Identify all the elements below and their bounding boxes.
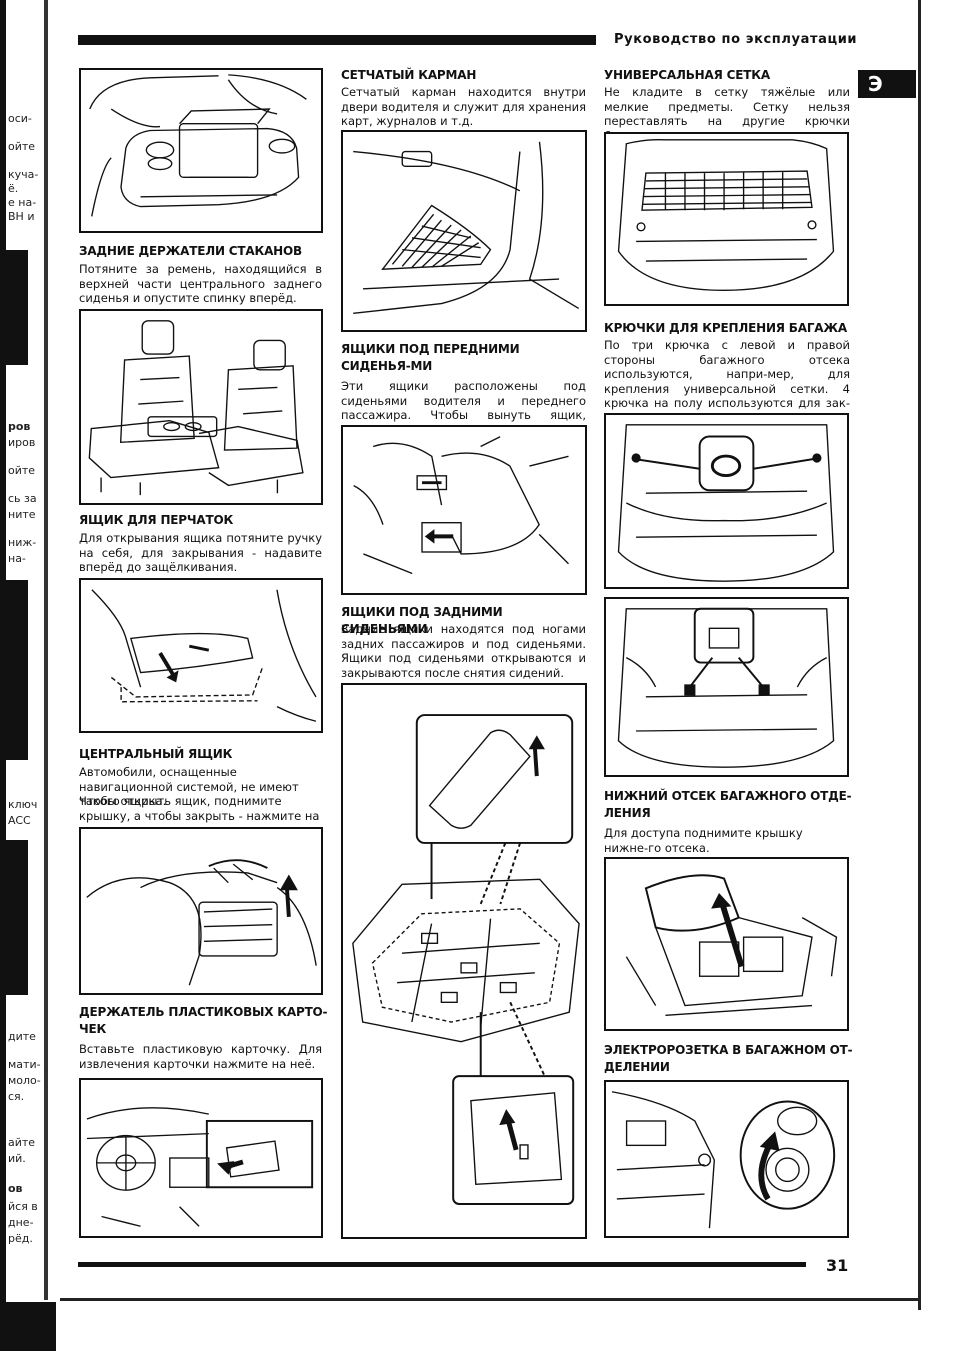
margin-fragment: ключ	[8, 798, 38, 811]
heading-net: УНИВЕРСАЛЬНАЯ СЕТКА	[604, 68, 770, 82]
heading-pocket: СЕТЧАТЫЙ КАРМАН	[341, 68, 477, 82]
margin-fragment: мати-	[8, 1058, 41, 1071]
margin-fragment: ниж-	[8, 536, 37, 549]
text-hooks: По три крючка с левой и правой стороны б…	[604, 338, 850, 425]
margin-fragment: ё.	[8, 182, 19, 195]
figure-floor-hooks	[604, 597, 849, 777]
margin-fragment: ся.	[8, 1090, 25, 1103]
margin-fragment: е на-	[8, 196, 37, 209]
margin-fragment: на-	[8, 552, 26, 565]
figure-rear-trays	[341, 683, 587, 1239]
heading-lower-compartment: НИЖНИЙ ОТСЕК БАГАЖНОГО ОТДЕ-ЛЕНИЯ	[604, 789, 852, 820]
figure-front-trays	[341, 425, 587, 595]
margin-fragment: ВН и	[8, 210, 35, 223]
text-lower-compartment: Для доступа поднимите крышку нижне-го от…	[604, 826, 803, 855]
footer-rule	[78, 1262, 806, 1267]
heading-glove-box: ЯЩИК ДЛЯ ПЕРЧАТОК	[79, 513, 234, 527]
margin-fragment: куча-	[8, 168, 39, 181]
margin-fragment: ните	[8, 508, 36, 521]
figure-net-pocket	[341, 130, 587, 332]
figure-rear-seats	[79, 309, 323, 505]
page-number: 31	[826, 1256, 849, 1275]
page-spine	[44, 0, 48, 1300]
text-glove-box: Для открывания ящика потяните ручку на с…	[79, 531, 322, 574]
margin-fragment: рёд.	[8, 1232, 33, 1245]
heading-outlet: ЭЛЕКТРОРОЗЕТКА В БАГАЖНОМ ОТ-ДЕЛЕНИИ	[604, 1043, 853, 1074]
margin-fragment: йся в	[8, 1200, 38, 1213]
scan-dark-block	[0, 580, 28, 760]
figure-power-outlet	[604, 1080, 849, 1238]
heading-rear-trays: ЯЩИКИ ПОД ЗАДНИМИ СИДЕНЬЯМИ	[341, 605, 503, 636]
heading-cup-holders: ЗАДНИЕ ДЕРЖАТЕЛИ СТАКАНОВ	[79, 244, 302, 258]
figure-glove-box	[79, 578, 323, 733]
page-border-right	[918, 0, 921, 1310]
text-console-1: Автомобили, оснащенные навигационной сис…	[79, 765, 299, 808]
page-border-bottom	[60, 1298, 920, 1301]
margin-fragment: дите	[8, 1030, 36, 1043]
figure-console	[79, 827, 323, 995]
heading-card-holder: ДЕРЖАТЕЛЬ ПЛАСТИКОВЫХ КАРТО-ЧЕК	[79, 1005, 328, 1036]
section-tab: Э	[858, 70, 916, 98]
margin-fragment: ойте	[8, 140, 36, 153]
heading-console: ЦЕНТРАЛЬНЫЙ ЯЩИК	[79, 747, 233, 761]
margin-fragment: дне-	[8, 1216, 34, 1229]
margin-fragment: ов	[8, 1182, 23, 1195]
margin-fragment: ойте	[8, 464, 36, 477]
margin-fragment: сь за	[8, 492, 37, 505]
heading-hooks: КРЮЧКИ ДЛЯ КРЕПЛЕНИЯ БАГАЖА	[604, 321, 847, 335]
figure-rear-cup-holders	[79, 68, 323, 233]
text-rear-trays: Задние ящики находятся под ногами задних…	[341, 622, 586, 680]
header-title: Руководство по эксплуатации	[614, 32, 858, 47]
text-pocket: Сетчатый карман находится внутри двери в…	[341, 85, 586, 128]
margin-fragment: ий.	[8, 1152, 26, 1165]
figure-side-hooks	[604, 413, 849, 589]
figure-lower-compartment	[604, 857, 849, 1031]
scan-dark-block	[0, 840, 28, 995]
figure-card-holder	[79, 1078, 323, 1238]
margin-fragment: ров	[8, 420, 31, 433]
scan-corner	[0, 1302, 56, 1351]
figure-universal-net	[604, 132, 849, 306]
text-card-holder: Вставьте пластиковую карточку. Для извле…	[79, 1042, 322, 1071]
scan-dark-block	[0, 250, 28, 365]
text-console-2: Чтобы открыть ящик, поднимите крышку, а …	[79, 794, 320, 837]
text-cup-holders: Потяните за ремень, находящийся в верхне…	[79, 262, 322, 305]
margin-fragment: ACC	[8, 814, 31, 827]
heading-front-trays: ЯЩИКИ ПОД ПЕРЕДНИМИ СИДЕНЬЯ-МИ	[341, 342, 520, 373]
header-rule	[78, 35, 596, 45]
margin-fragment: айте	[8, 1136, 36, 1149]
margin-fragment: иров	[8, 436, 36, 449]
margin-fragment: моло-	[8, 1074, 41, 1087]
margin-fragment: оси-	[8, 112, 32, 125]
